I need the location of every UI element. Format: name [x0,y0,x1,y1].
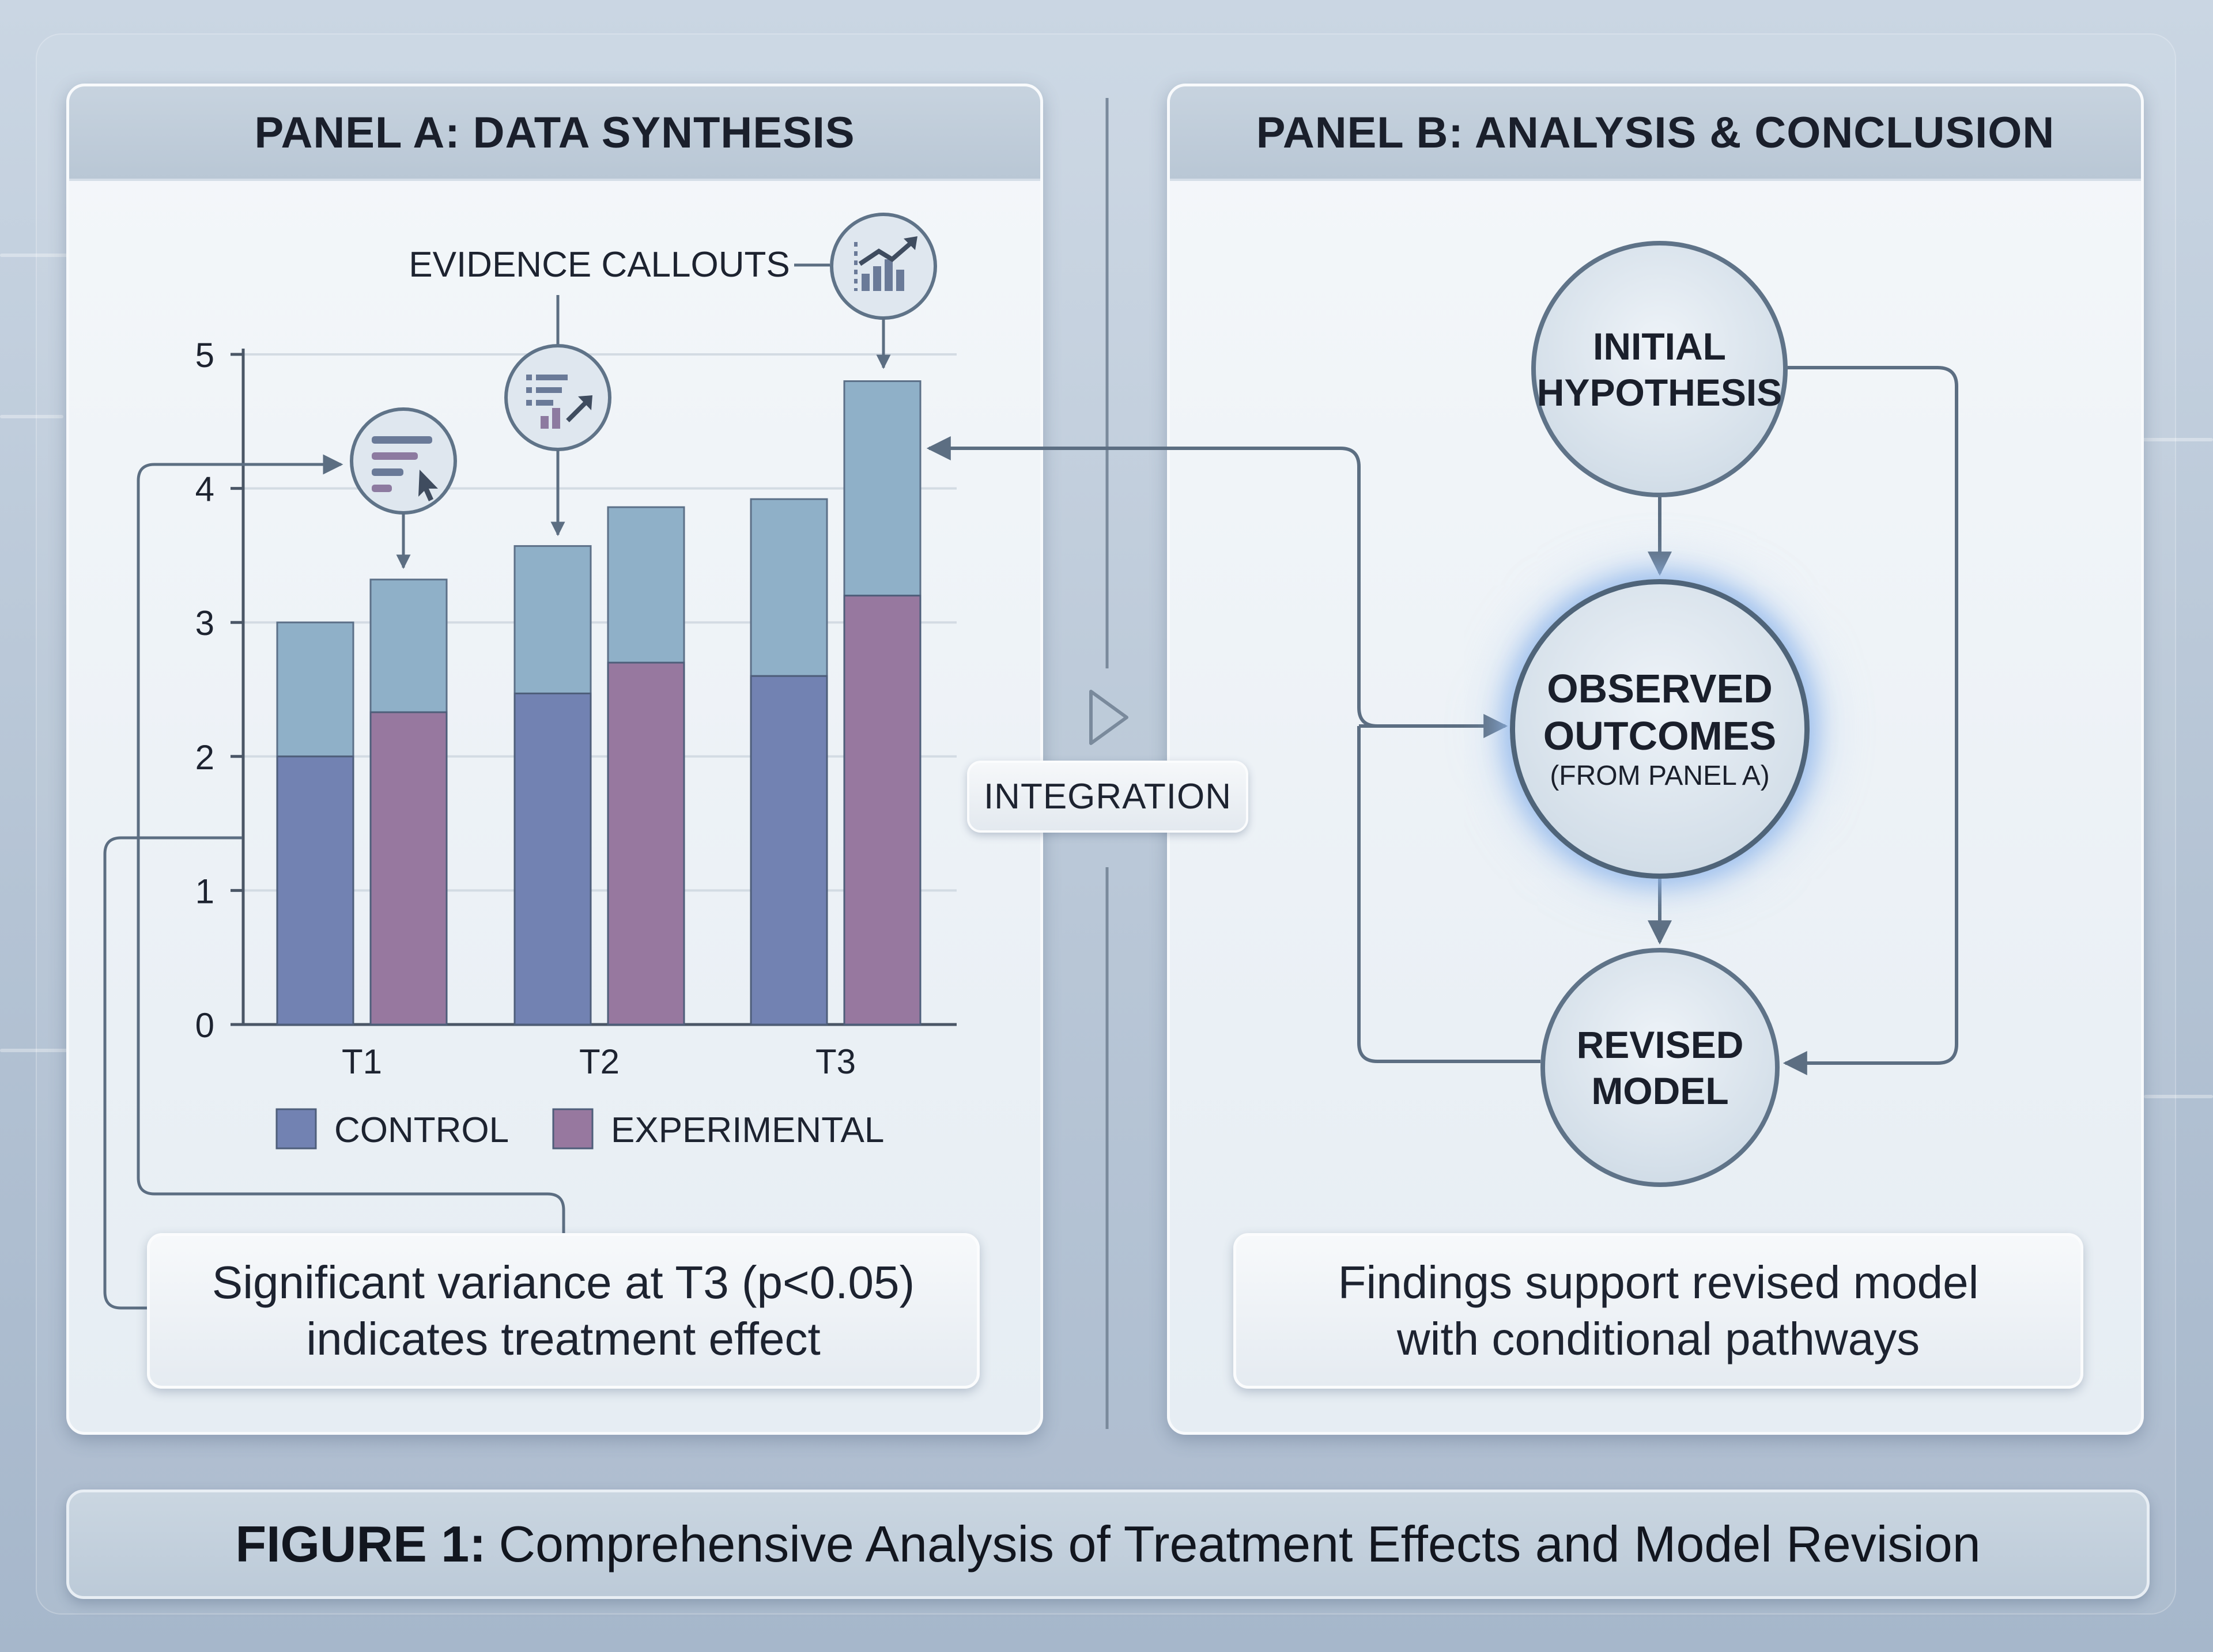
bar-upper-segment [369,579,448,713]
bar-upper-segment [607,506,685,664]
caption-text: Comprehensive Analysis of Treatment Effe… [499,1515,1981,1572]
integration-label: INTEGRATION [967,761,1248,833]
bar-upper-segment [843,380,922,597]
x-tick-label: T3 [815,1042,856,1081]
y-tick-label: 4 [195,470,214,509]
significance-note: Significant variance at T3 (p<0.05) indi… [147,1233,980,1389]
branch-to-revised-loop [1357,726,1540,1063]
panel-a-title: PANEL A: DATA SYNTHESIS [69,86,1040,181]
node-label-line: OBSERVED [1547,666,1773,711]
bg-streak-left [0,415,63,418]
initial-hypothesis-node: INITIAL HYPOTHESIS [1531,241,1788,497]
y-tick-label: 3 [195,604,214,642]
bg-streak-left [0,254,92,257]
y-tick-label: 5 [195,336,214,375]
y-tick-label: 1 [195,872,214,910]
y-tick-label: 2 [195,738,214,777]
y-tick-label: 0 [195,1006,214,1045]
legend-label: CONTROL [334,1110,509,1150]
legend-swatch [552,1108,594,1150]
play-triangle-icon [1089,690,1128,745]
evidence-callouts-label: EVIDENCE CALLOUTS [409,245,790,285]
integration-arrow [926,436,1494,728]
node-label-line: INITIAL [1593,324,1726,368]
trend-chart-icon [830,213,937,320]
bg-streak-right [2144,1095,2213,1098]
note-line: indicates treatment effect [306,1313,821,1364]
bar-base-segment [750,675,828,1026]
bar-upper-segment [513,545,592,694]
list-chart-icon [504,344,611,451]
arrow-initial-to-revised [1783,366,1958,1075]
bar-base-segment [276,755,354,1026]
bar-base-segment [607,661,685,1026]
findings-note: Findings support revised model with cond… [1233,1233,2083,1389]
note-line: Findings support revised model [1338,1257,1979,1308]
figure-caption: FIGURE 1: Comprehensive Analysis of Trea… [66,1490,2150,1599]
node-label-line: MODEL [1591,1069,1729,1112]
bar-base-segment [513,692,592,1026]
bg-streak-left [0,1049,81,1052]
node-label-line: REVISED [1576,1023,1744,1066]
x-tick-label: T1 [342,1042,382,1081]
x-tick-label: T2 [579,1042,620,1081]
bar-upper-segment [750,498,828,677]
bar-base-segment [369,711,448,1026]
node-sublabel: (FROM PANEL A) [1550,761,1770,791]
loop-line-outer [103,836,242,1310]
bg-streak-right [2132,438,2213,441]
node-label-line: OUTCOMES [1543,713,1777,758]
note-line: with conditional pathways [1396,1313,1920,1364]
legend-label: EXPERIMENTAL [611,1110,884,1150]
panel-b-title: PANEL B: ANALYSIS & CONCLUSION [1170,86,2141,181]
caption-prefix: FIGURE 1: [235,1515,486,1572]
observed-outcomes-node: OBSERVED OUTCOMES (FROM PANEL A) [1510,579,1810,879]
loop-line-inner [137,454,565,1233]
bar-upper-segment [276,621,354,758]
filter-list-icon [350,407,457,515]
legend-swatch [275,1108,317,1150]
bar-base-segment [843,595,922,1026]
note-line: Significant variance at T3 (p<0.05) [212,1257,915,1308]
revised-model-node: REVISED MODEL [1540,948,1780,1187]
node-label-line: HYPOTHESIS [1536,371,1783,414]
